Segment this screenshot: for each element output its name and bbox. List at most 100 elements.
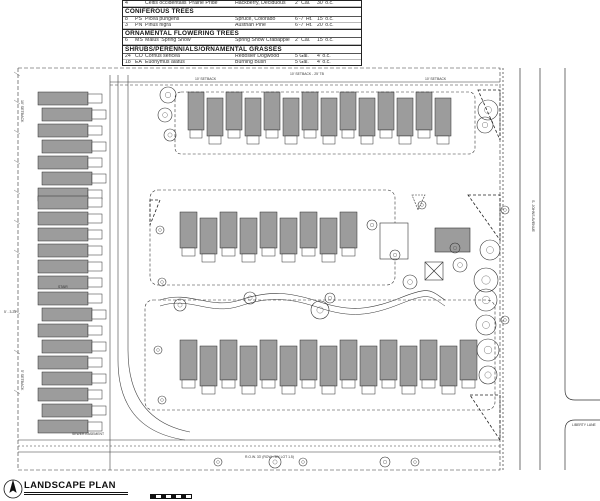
unit-patio	[261, 247, 276, 257]
legend-cell-botanical: Celtis occidentalis 'Prairie Pride'	[145, 1, 219, 6]
unit-patio	[303, 129, 317, 139]
townhouse-unit	[41, 107, 93, 122]
unit-patio	[87, 261, 103, 272]
legend-cell-spacing: 20' o.c.	[317, 22, 334, 28]
east-road	[502, 68, 600, 470]
townhouse-unit	[279, 217, 298, 255]
unit-patio	[321, 253, 336, 263]
tree-symbol	[479, 239, 501, 261]
legend-cell-code: PS	[135, 16, 142, 22]
tree-trunk	[160, 398, 164, 402]
legend-cell-size: 2" Cal.	[295, 38, 311, 44]
tree-trunk	[483, 345, 493, 355]
legend-cell-botanical: Cornus sericea	[145, 53, 180, 59]
legend-cell-spacing: 30' o.c.	[317, 1, 334, 6]
unit-patio	[321, 385, 336, 395]
tree-symbol	[159, 86, 177, 104]
unit-patio	[181, 247, 196, 257]
dim-west-label: 5' - 3.25'	[4, 310, 17, 314]
townhouse-unit	[319, 345, 338, 387]
townhouse-unit	[301, 91, 319, 131]
tree-symbol	[389, 249, 401, 261]
tree-symbol	[157, 395, 167, 405]
unit-patio	[436, 135, 450, 145]
legend-cell-qty: 6	[125, 38, 128, 44]
tree-trunk	[484, 106, 492, 114]
legend-cell-code: EA	[135, 60, 142, 66]
unit-patio	[361, 385, 376, 395]
unit-patio	[91, 141, 107, 152]
unit-patio	[401, 385, 416, 395]
unit-patio	[281, 253, 296, 263]
tree-trunk	[328, 296, 332, 300]
townhouse-unit	[37, 387, 89, 402]
north-arrow-icon	[3, 479, 23, 499]
unit-patio	[87, 245, 103, 256]
unit-patio	[87, 213, 103, 224]
street-south-label: LIBERTY LANE	[572, 423, 596, 427]
tree-symbol	[477, 99, 499, 121]
legend-cell-code: CO	[135, 53, 143, 59]
unit-patio	[246, 135, 260, 145]
unit-patio	[87, 389, 103, 400]
townhouse-unit	[263, 91, 281, 131]
townhouse-unit	[259, 339, 278, 381]
unit-patio	[381, 379, 396, 389]
townhouse-unit	[319, 217, 338, 255]
unit-patio	[322, 135, 336, 145]
tree-trunk	[484, 371, 492, 379]
tree-trunk	[486, 246, 494, 254]
tree-trunk	[407, 279, 413, 285]
legend-cell-botanical: Malus 'Spring Snow'	[145, 38, 192, 44]
tree-trunk	[383, 460, 387, 464]
townhouse-unit	[415, 91, 433, 131]
townhouse-unit	[41, 403, 93, 418]
tree-symbol	[157, 107, 173, 123]
townhouse-unit	[339, 91, 357, 131]
tree-trunk	[164, 91, 171, 98]
townhouse-unit	[37, 123, 89, 138]
sight-triangles	[149, 89, 501, 442]
tree-trunk	[370, 223, 374, 227]
unit-patio	[201, 385, 216, 395]
title-underline-secondary	[24, 494, 128, 495]
unit-patio	[189, 129, 203, 139]
unit-patio	[91, 405, 107, 416]
unit-patio	[261, 379, 276, 389]
townhouse-unit	[339, 339, 358, 381]
tree-trunk	[162, 112, 168, 118]
legend-cell-size: 5 Gal.	[295, 60, 309, 66]
townhouse-unit	[37, 91, 89, 106]
tree-trunk	[503, 208, 507, 212]
legend-cell-botanical: Euonymus alatus	[145, 60, 185, 66]
tree-symbol	[366, 219, 378, 231]
tree-symbol	[417, 200, 427, 210]
townhouse-unit	[459, 339, 478, 381]
tree-symbol	[155, 225, 165, 235]
unit-patio	[87, 157, 103, 168]
townhouse-unit	[239, 345, 258, 387]
townhouse-unit	[37, 243, 89, 258]
tree-trunk	[156, 348, 160, 352]
setback-north-label: 10' SETBACK	[195, 77, 217, 81]
legend-cell-botanical: Picea pungens	[145, 16, 180, 22]
unit-patio	[441, 385, 456, 395]
townhouse-unit	[41, 139, 93, 154]
townhouse-unit	[41, 307, 93, 322]
townhouse-unit	[219, 211, 238, 249]
legend-cell-common: Austrian Pine	[235, 22, 266, 28]
amenity-area	[379, 194, 471, 281]
legend-cell-qty: 3	[125, 22, 128, 28]
tree-symbol	[402, 274, 418, 290]
legend-cell-qty: 4	[125, 1, 128, 6]
tree-trunk	[482, 321, 490, 329]
townhouse-unit	[37, 195, 89, 210]
tree-symbol	[449, 242, 461, 254]
townhouse-unit	[179, 339, 198, 381]
legend-cell-common: Spring Snow Crabapple	[235, 38, 290, 44]
unit-patio	[341, 129, 355, 139]
west-building-group	[37, 91, 107, 434]
